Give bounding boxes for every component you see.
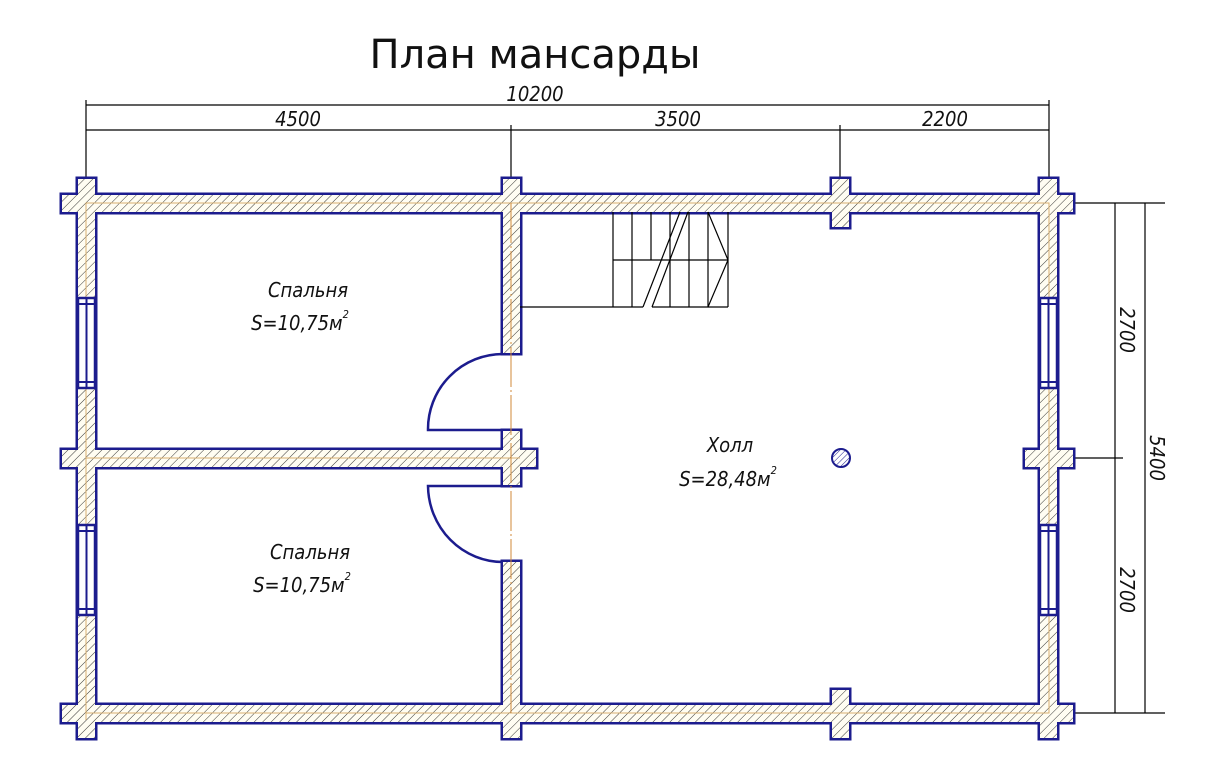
room-label-hall: Холл S=28,48м2 — [679, 433, 777, 491]
top-dimensions: 10200 4500 3500 2200 — [85, 82, 1050, 182]
room-area: S=28,48м2 — [679, 464, 777, 491]
right-dimensions: 2700 2700 5400 — [1073, 202, 1169, 714]
column-icon — [831, 448, 851, 468]
windows — [76, 296, 1059, 617]
window-left-bottom — [76, 523, 97, 617]
room-label-bedroom-2: Спальня S=10,75м2 — [253, 540, 351, 597]
room-name: Спальня — [270, 540, 350, 564]
room-label-bedroom-1: Спальня S=10,75м2 — [251, 278, 349, 335]
dim-right-1: 2700 — [1115, 307, 1139, 353]
dim-segment-1: 4500 — [275, 107, 321, 131]
stairs — [520, 211, 729, 308]
window-right-top — [1038, 296, 1059, 390]
dim-total-depth: 5400 — [1145, 435, 1169, 481]
window-right-bottom — [1038, 523, 1059, 617]
dim-segment-3: 2200 — [922, 107, 968, 131]
door-bedroom-2 — [426, 484, 504, 564]
dim-right-2: 2700 — [1115, 567, 1139, 613]
room-area: S=10,75м2 — [253, 570, 351, 597]
room-area: S=10,75м2 — [251, 308, 349, 335]
door-bedroom-1 — [426, 352, 504, 432]
plan-title: План мансарды — [370, 32, 701, 78]
room-name: Холл — [706, 433, 753, 457]
dim-total-width: 10200 — [506, 82, 563, 106]
walls — [59, 176, 1076, 741]
window-left-top — [76, 296, 97, 390]
dim-segment-2: 3500 — [655, 107, 701, 131]
doors — [426, 352, 504, 564]
room-name: Спальня — [268, 278, 348, 302]
